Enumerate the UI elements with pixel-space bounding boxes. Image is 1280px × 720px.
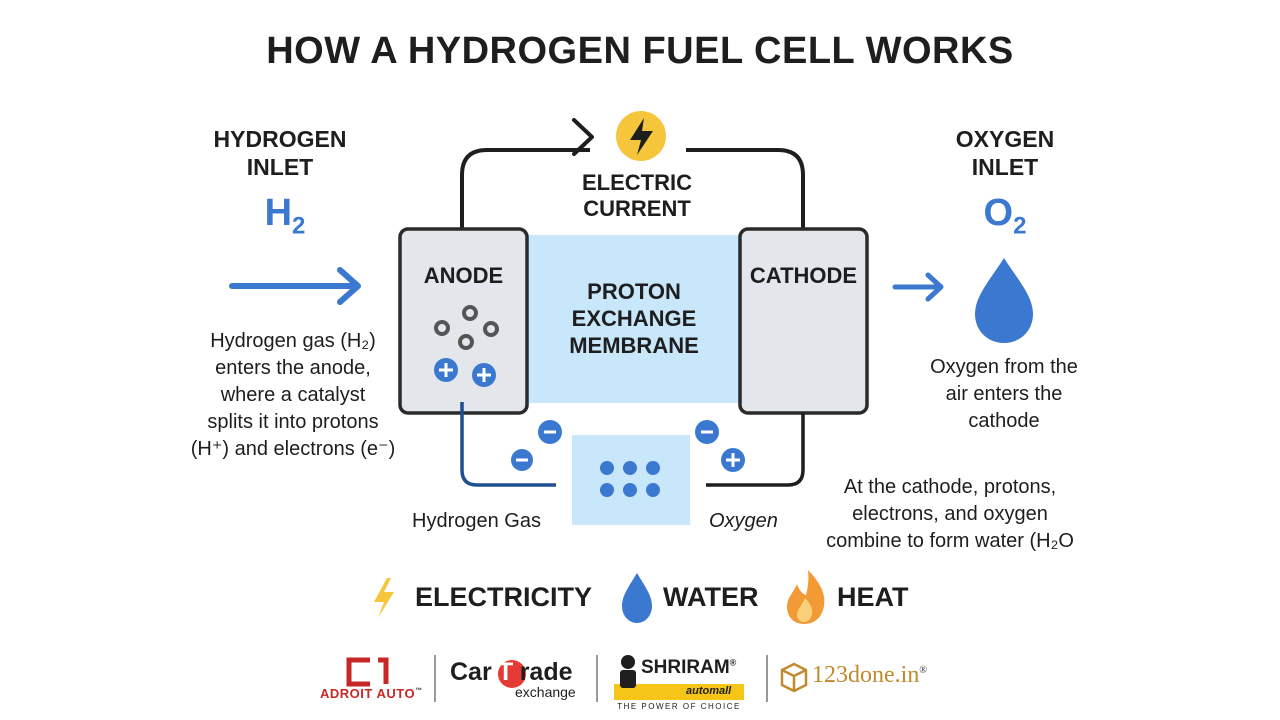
hydrogen-inlet-line1: HYDROGEN [213,126,347,152]
membrane-label: PROTON EXCHANGE MEMBRANE [527,278,741,359]
cathode-box [738,227,869,415]
hydrogen-inlet-arrow [229,267,361,305]
cartrade-rade: rade [519,658,573,686]
hydrogen-desc-line: splits it into protons [207,411,379,433]
lightning-icon [616,111,666,161]
adroit-tm: ™ [415,687,423,695]
circuit-wire-right [686,148,805,228]
water-molecules [600,461,660,497]
anode-box [398,227,529,415]
oxygen-drop-icon [975,258,1033,343]
done-name: 123done.in [812,662,920,688]
oxygen-desc-line: Oxygen from the [930,356,1078,378]
legend-electricity: ELECTRICITY [415,582,593,612]
membrane-line1: PROTON [587,279,681,304]
hydrogen-desc-line: enters the anode, [215,357,371,379]
hydrogen-desc-line: Hydrogen gas (H₂) [210,330,376,352]
water-panel [572,435,690,525]
shriram-figure-icon [620,655,636,688]
hydrogen-inlet-line2: INLET [246,154,314,180]
membrane-line3: MEMBRANE [569,333,699,358]
shriram-automall: automall [686,685,732,697]
oxygen-flow-arrow [892,272,944,302]
oxygen-label: Oxygen [709,510,778,532]
cathode-desc-line: combine to form water (H₂O [826,530,1074,552]
cathode-desc-line: electrons, and oxygen [852,503,1048,525]
oxygen-desc-line: cathode [968,410,1040,432]
hydrogen-formula: H2 [230,192,340,241]
electric-current-line2: CURRENT [583,196,691,221]
lightning-icon [374,578,394,618]
adroit-name: ADROIT AUTO [320,686,416,701]
cartrade-t: T [498,658,514,686]
electric-current-line1: ELECTRIC [582,170,692,195]
cathode-reaction-description: At the cathode, protons, electrons, and … [805,474,1095,555]
hydrogen-molecules [434,305,499,350]
anode-label: ANODE [423,263,504,288]
hydrogen-formula-base: H [264,192,293,234]
oxygen-inlet-label: OXYGEN INLET [915,125,1095,181]
shriram-name: SHRIRAM [641,657,730,678]
hydrogen-gas-label: Hydrogen Gas [412,510,541,532]
shriram-logo-block [614,684,744,700]
123done-logo: 123done.in® [812,662,927,689]
cartrade-sub: exchange [515,684,576,700]
oxygen-desc-line: air enters the [945,383,1063,405]
legend-heat: HEAT [837,582,909,612]
proton-icon [434,358,458,382]
proton-icon [721,448,745,472]
hydrogen-desc-line: where a catalyst [220,384,366,406]
water-drop-icon [622,573,652,623]
electron-path-left [460,402,556,487]
cartrade-car: Car [450,658,492,686]
circuit-wire-left [460,148,590,228]
electron-icon [511,449,533,471]
membrane-line2: EXCHANGE [571,306,697,331]
circuit-arrowhead [572,118,594,156]
oxygen-description: Oxygen from the air enters the cathode [908,354,1100,435]
oxygen-formula-base: O [983,192,1014,234]
electron-icon [695,420,719,444]
hydrogen-formula-sub: 2 [292,212,306,240]
cartrade-t-circle [498,660,526,688]
hydrogen-inlet-label: HYDROGEN INLET [190,125,370,181]
oxygen-inlet-line1: OXYGEN [955,126,1055,152]
oxygen-formula-sub: 2 [1013,212,1027,240]
legend-water: WATER [663,582,759,612]
shriram-logo-text: SHRIRAM® [641,657,736,679]
flame-icon [787,570,825,624]
cube-icon [780,662,808,693]
hydrogen-description: Hydrogen gas (H₂) enters the anode, wher… [178,328,408,463]
shriram-tagline: THE POWER OF CHOICE [617,702,741,711]
cathode-desc-line: At the cathode, protons, [843,476,1057,498]
adroit-logo-text: ADROIT AUTO™ [320,686,423,701]
hydrogen-desc-line: (H⁺) and electrons (e⁻) [190,438,396,460]
proton-exchange-membrane [527,235,741,403]
electron-path-right [706,413,805,487]
electron-icon [538,420,562,444]
page-title: HOW A HYDROGEN FUEL CELL WORKS [266,30,1014,72]
shriram-reg: ® [729,657,737,668]
cathode-label: CATHODE [749,263,858,288]
proton-icon [472,363,496,387]
adroit-logo-mark [346,657,389,687]
done-reg: ® [919,665,927,676]
electric-current-label: ELECTRIC CURRENT [547,170,727,222]
oxygen-formula: O2 [955,192,1055,241]
oxygen-inlet-line2: INLET [971,154,1039,180]
